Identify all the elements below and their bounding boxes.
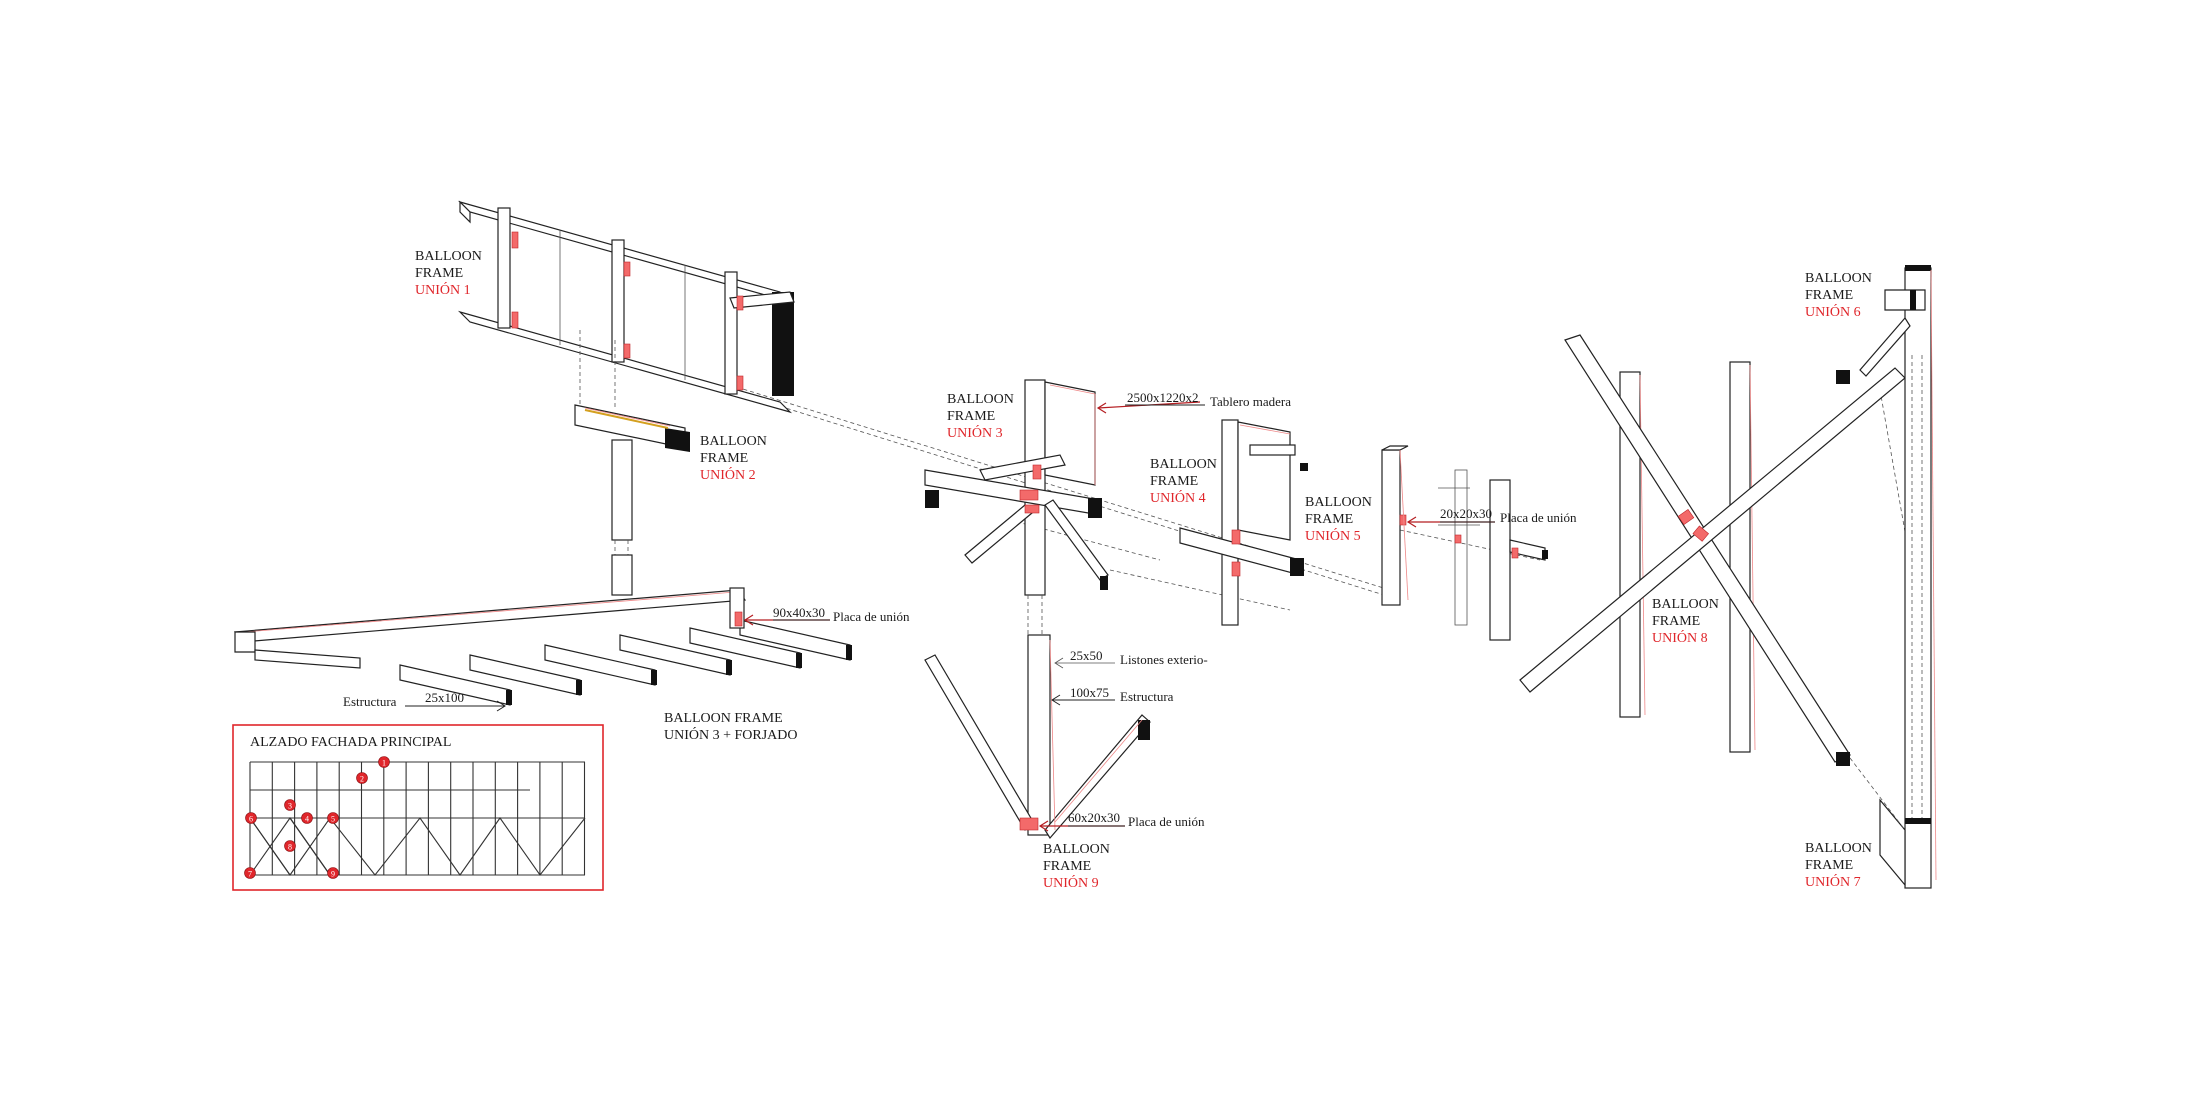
svg-text:UNIÓN 8: UNIÓN 8	[1652, 629, 1708, 646]
union-2-beam-column	[574, 404, 690, 596]
svg-text:8: 8	[288, 843, 292, 852]
svg-text:FRAME: FRAME	[1805, 288, 1853, 303]
svg-text:FRAME: FRAME	[1150, 474, 1198, 489]
svg-text:BALLOON: BALLOON	[947, 392, 1014, 407]
svg-text:BALLOON: BALLOON	[1652, 597, 1719, 612]
label-union-4: BALLOON FRAME UNIÓN 4	[1150, 457, 1217, 506]
label-forjado: BALLOON FRAME UNIÓN 3 + FORJADO	[664, 711, 798, 743]
svg-text:7: 7	[248, 870, 252, 879]
label-union-6: BALLOON FRAME UNIÓN 6	[1805, 271, 1872, 320]
svg-text:UNIÓN 2: UNIÓN 2	[700, 466, 756, 483]
svg-text:5: 5	[331, 815, 335, 824]
svg-text:FRAME: FRAME	[1805, 858, 1853, 873]
callout-estructura-forjado: Estructura 25x100	[343, 690, 506, 712]
svg-text:4: 4	[305, 815, 309, 824]
label-union-2: BALLOON FRAME UNIÓN 2	[700, 434, 767, 483]
svg-text:BALLOON: BALLOON	[1043, 842, 1110, 857]
svg-text:UNIÓN 1: UNIÓN 1	[415, 281, 471, 298]
label-union-1: BALLOON FRAME UNIÓN 1	[415, 249, 482, 298]
callout-tablero: 2500x1220x2 Tablero madera	[1096, 390, 1291, 414]
callout-placa-u5: 20x20x30 Placa de unión	[1406, 506, 1577, 528]
union-4-node	[1179, 419, 1308, 626]
svg-text:UNIÓN 5: UNIÓN 5	[1305, 527, 1361, 544]
svg-text:90x40x30: 90x40x30	[773, 605, 825, 620]
svg-text:UNIÓN 6: UNIÓN 6	[1805, 303, 1861, 320]
label-union-8: BALLOON FRAME UNIÓN 8	[1652, 597, 1719, 646]
svg-text:3: 3	[288, 802, 292, 811]
svg-text:FRAME: FRAME	[415, 266, 463, 281]
union-8-x-brace	[1519, 334, 1906, 766]
union-1-wall-frame	[457, 200, 795, 414]
svg-text:BALLOON: BALLOON	[1805, 841, 1872, 856]
svg-text:FRAME: FRAME	[1652, 614, 1700, 629]
svg-text:Estructura: Estructura	[343, 694, 397, 709]
svg-text:1: 1	[382, 759, 386, 768]
elevation-marker-1: 1	[378, 756, 390, 768]
elevation-marker-9: 9	[327, 867, 339, 879]
svg-text:UNIÓN 3: UNIÓN 3	[947, 424, 1003, 441]
svg-text:BALLOON: BALLOON	[415, 249, 482, 264]
svg-text:2500x1220x2: 2500x1220x2	[1127, 390, 1199, 405]
elevation-inset: ALZADO FACHADA PRINCIPAL 1 2 3 4	[232, 724, 604, 891]
label-union-7: BALLOON FRAME UNIÓN 7	[1805, 841, 1872, 890]
elevation-marker-3: 3	[284, 799, 296, 811]
svg-text:UNIÓN 3 + FORJADO: UNIÓN 3 + FORJADO	[664, 726, 798, 743]
forjado-floor-assembly	[233, 587, 852, 706]
svg-text:UNIÓN 7: UNIÓN 7	[1805, 873, 1861, 890]
svg-text:FRAME: FRAME	[700, 451, 748, 466]
svg-text:BALLOON: BALLOON	[1805, 271, 1872, 286]
svg-text:UNIÓN 9: UNIÓN 9	[1043, 874, 1099, 891]
svg-text:6: 6	[249, 815, 253, 824]
elevation-marker-5: 5	[327, 812, 339, 824]
svg-text:BALLOON: BALLOON	[1150, 457, 1217, 472]
svg-text:Estructura: Estructura	[1120, 689, 1174, 704]
label-union-5: BALLOON FRAME UNIÓN 5	[1305, 495, 1372, 544]
svg-text:9: 9	[331, 870, 335, 879]
union-6-7-post	[1849, 265, 1937, 889]
svg-text:BALLOON: BALLOON	[1305, 495, 1372, 510]
svg-text:60x20x30: 60x20x30	[1068, 810, 1120, 825]
elevation-marker-4: 4	[301, 812, 313, 824]
elevation-marker-2: 2	[356, 772, 368, 784]
union-3-node	[924, 379, 1109, 635]
svg-text:25x50: 25x50	[1070, 648, 1103, 663]
svg-text:Placa de unión: Placa de unión	[1128, 814, 1205, 829]
svg-text:BALLOON FRAME: BALLOON FRAME	[664, 711, 783, 726]
svg-text:Placa de unión: Placa de unión	[1500, 510, 1577, 525]
elevation-marker-8: 8	[284, 840, 296, 852]
label-union-9: BALLOON FRAME UNIÓN 9	[1043, 842, 1110, 891]
svg-text:25x100: 25x100	[425, 690, 464, 705]
svg-text:BALLOON: BALLOON	[700, 434, 767, 449]
svg-text:FRAME: FRAME	[1305, 512, 1353, 527]
svg-text:UNIÓN 4: UNIÓN 4	[1150, 489, 1206, 506]
svg-text:100x75: 100x75	[1070, 685, 1109, 700]
elevation-marker-7: 7	[244, 867, 256, 879]
svg-text:Listones exterio-: Listones exterio-	[1120, 652, 1208, 667]
svg-text:Placa de unión: Placa de unión	[833, 609, 910, 624]
callout-placa-forjado: 90x40x30 Placa de unión	[743, 605, 910, 626]
union-5-node	[1381, 445, 1548, 641]
elevation-title: ALZADO FACHADA PRINCIPAL	[250, 735, 451, 750]
label-union-3: BALLOON FRAME UNIÓN 3	[947, 392, 1014, 441]
callout-estructura-u9: 100x75 Estructura	[1051, 685, 1174, 706]
union-9-node	[924, 634, 1151, 840]
svg-text:FRAME: FRAME	[947, 409, 995, 424]
callout-placa-u9: 60x20x30 Placa de unión	[1038, 810, 1205, 832]
svg-text:20x20x30: 20x20x30	[1440, 506, 1492, 521]
svg-text:Tablero madera: Tablero madera	[1210, 394, 1291, 409]
svg-text:2: 2	[360, 775, 364, 784]
callout-listones: 25x50 Listones exterio-	[1054, 648, 1208, 669]
elevation-marker-6: 6	[245, 812, 257, 824]
svg-text:FRAME: FRAME	[1043, 859, 1091, 874]
